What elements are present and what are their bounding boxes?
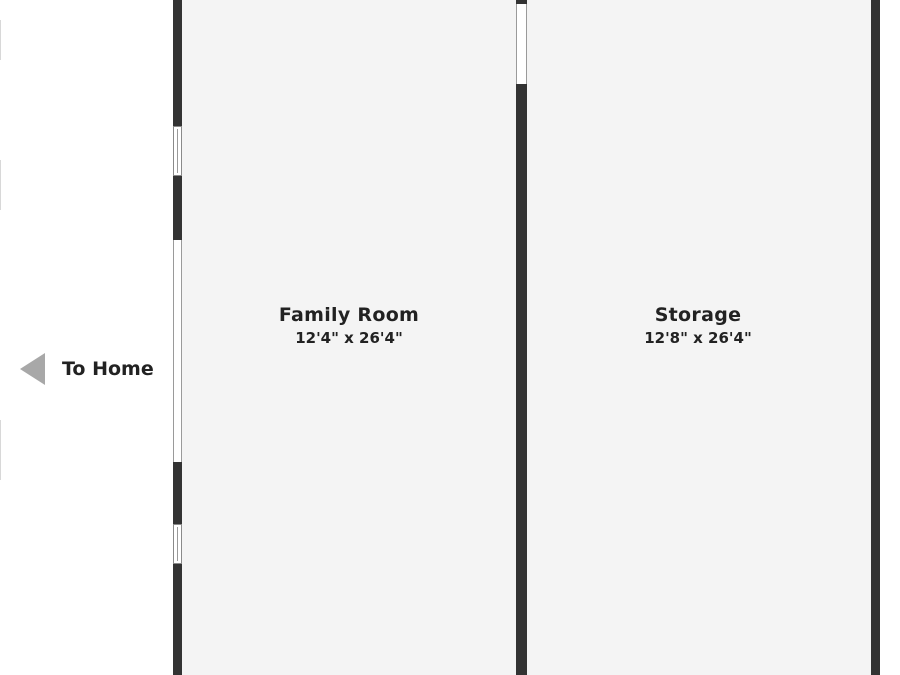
- center-wall-segment: [516, 0, 527, 4]
- left-window-lower: [173, 524, 182, 564]
- family-room-floor: [182, 0, 516, 675]
- edge-mark: [0, 420, 1, 480]
- storage-floor: [527, 0, 871, 675]
- left-window-upper: [173, 126, 182, 176]
- left-wall-segment: [173, 176, 182, 240]
- right-wall: [871, 0, 880, 675]
- left-wall-segment: [173, 462, 182, 524]
- left-wall-segment: [173, 564, 182, 675]
- entry-opening: [173, 240, 182, 462]
- edge-mark: [0, 20, 1, 60]
- interior-doorway: [516, 4, 527, 84]
- to-home-label: To Home: [62, 358, 154, 380]
- left-wall-segment: [173, 0, 182, 126]
- arrow-left-icon: [20, 353, 45, 385]
- center-wall-segment: [516, 84, 527, 675]
- room-dimensions: 12'4" x 26'4": [295, 329, 403, 347]
- storage-label: Storage 12'8" x 26'4": [578, 304, 818, 347]
- room-dimensions: 12'8" x 26'4": [644, 329, 752, 347]
- room-name: Storage: [654, 304, 742, 326]
- family-room-label: Family Room 12'4" x 26'4": [229, 304, 469, 347]
- to-home-marker: To Home: [20, 352, 154, 386]
- edge-mark: [0, 160, 1, 210]
- room-name: Family Room: [278, 304, 420, 326]
